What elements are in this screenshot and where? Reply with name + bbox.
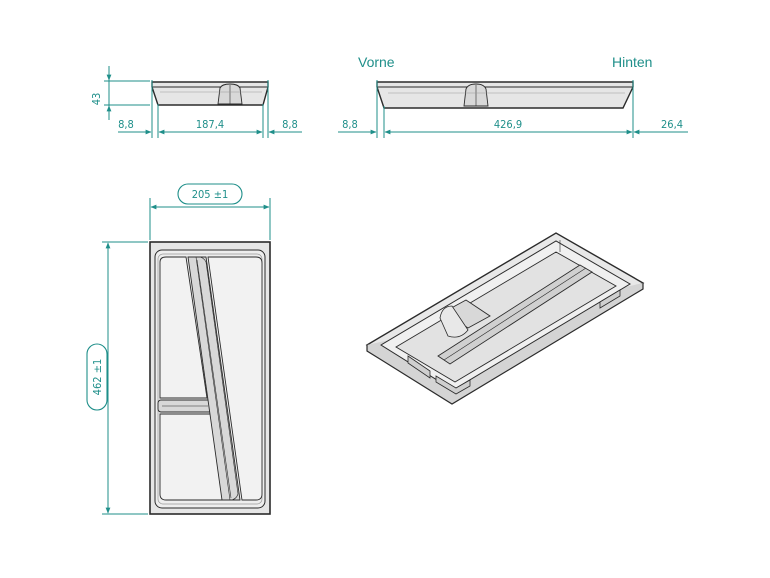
side-inner-width-dim: 187,4 (196, 118, 224, 131)
top-length-dim: 462 ±1 (91, 359, 104, 396)
top-width-dim: 205 ±1 (192, 188, 229, 201)
side-height-dim: 43 (90, 93, 103, 106)
side-right-margin-dim: 8,8 (282, 118, 298, 131)
side-left-margin-dim: 8,8 (118, 118, 134, 131)
side-view (151, 81, 269, 106)
back-label: Hinten (612, 54, 653, 70)
front-label: Vorne (358, 54, 395, 70)
front-right-margin-dim: 26,4 (661, 118, 683, 131)
isometric-view (365, 232, 645, 405)
top-view (149, 241, 271, 515)
front-left-margin-dim: 8,8 (342, 118, 358, 131)
front-view (376, 81, 634, 109)
front-view-dimensions (338, 80, 688, 138)
front-inner-length-dim: 426,9 (494, 118, 522, 131)
side-view-dimensions (104, 66, 302, 138)
top-view-dimensions (86, 183, 271, 515)
